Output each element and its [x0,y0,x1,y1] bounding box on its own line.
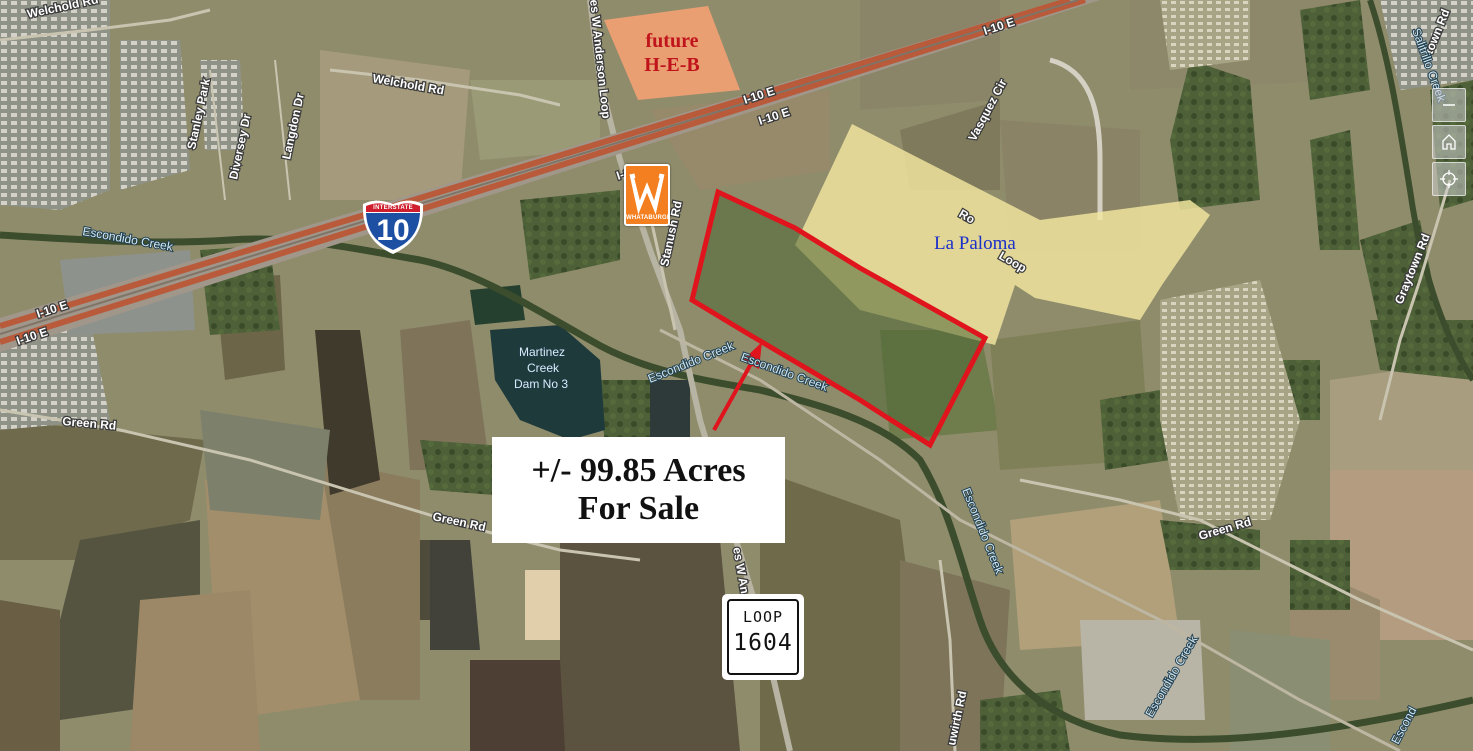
field-patch [400,320,490,470]
for-sale-line: For Sale [577,490,700,527]
field-patch [1010,500,1180,650]
loop-sign-word: LOOP [742,608,784,626]
tree-cover [1160,520,1260,570]
label-dam-line1: Martinez [519,345,565,359]
tree-cover [1310,130,1360,250]
field-patch [560,540,740,751]
tree-cover [1170,60,1260,210]
field-patch [430,540,480,650]
acreage-line: +/- 99.85 Acres [531,452,746,489]
home-icon [1442,134,1456,150]
diversey-dr [209,69,226,201]
crosshair-icon [1440,170,1458,188]
field-patch [860,0,1000,110]
tree-cover [520,190,620,280]
field-patch [470,80,600,160]
interstate-shield-number: 10 [376,214,410,247]
tree-cover [980,690,1070,751]
field-patch [130,590,260,751]
field-patch [320,50,470,200]
tree-cover [1300,0,1370,100]
acreage-callout: +/- 99.85 Acres For Sale [492,437,785,543]
loop-1604-sign: LOOP 1604 [722,594,804,680]
salitrillo-creek [1367,0,1473,382]
welchold-rd-top [0,8,211,42]
subdivision-ne [1160,0,1250,70]
anderson-loop [587,0,793,751]
subdivision-nw [0,0,110,210]
subdivision-far-ne [1380,0,1473,90]
whataburger-logo: WHATABURGER [624,164,670,226]
label-dam-line3: Dam No 3 [514,377,568,391]
subject-parcel-outline [689,188,989,449]
vasquez-cir [1049,57,1103,220]
tree-cover [1290,540,1350,610]
i10-corridor [0,0,1100,352]
rail-line [659,328,1401,751]
la-paloma-label: La Paloma [934,233,1016,254]
whataburger-w-icon [629,173,665,215]
loop-sign-border: LOOP 1604 [727,599,799,675]
field-patch [0,420,205,560]
field-patch [320,460,420,700]
langdon-dr [274,59,291,201]
subdivision-nw2 [120,40,190,190]
minus-icon [1443,104,1455,106]
zoom-out-button[interactable] [1432,88,1466,122]
i10-lanes [0,0,1086,345]
tree-cover [1100,390,1170,470]
sale-arrow-head [742,342,762,369]
home-button[interactable] [1432,125,1466,159]
field-patch [760,470,930,751]
i10-median [0,0,1079,335]
interstate-shield-top: INTERSTATE [373,205,413,211]
future-heb-parcel [604,6,740,100]
pond-small [650,380,690,440]
green-rd-east [1019,478,1473,652]
whataburger-wordmark: WHATABURGER [626,215,668,221]
welchold-rd [329,68,561,107]
subdivision-w [0,320,110,430]
field-patch [1330,360,1473,480]
green-rd [0,408,641,562]
map-controls [1432,88,1466,199]
subject-parcel-fill [692,192,985,445]
field-patch [1080,620,1205,720]
loop-sign-number: 1604 [733,630,793,656]
interstate-shield-icon [362,200,424,254]
wirth-rd [938,559,957,751]
label-dam-line2: Creek [527,361,560,375]
i10-lanes [0,0,1071,329]
martinez-dam-pond [490,325,605,440]
field-patch [470,660,565,751]
locate-button[interactable] [1432,162,1466,196]
sale-arrow-shaft [712,361,754,431]
label-green-left: Green Rd [62,414,117,433]
graytown-rd [1378,179,1452,421]
field-patch [315,330,380,495]
subdivision-e [1160,280,1300,520]
field-patch [1230,630,1330,751]
interstate-10-shield: INTERSTATE 10 [360,196,426,256]
field-patch [0,600,60,751]
